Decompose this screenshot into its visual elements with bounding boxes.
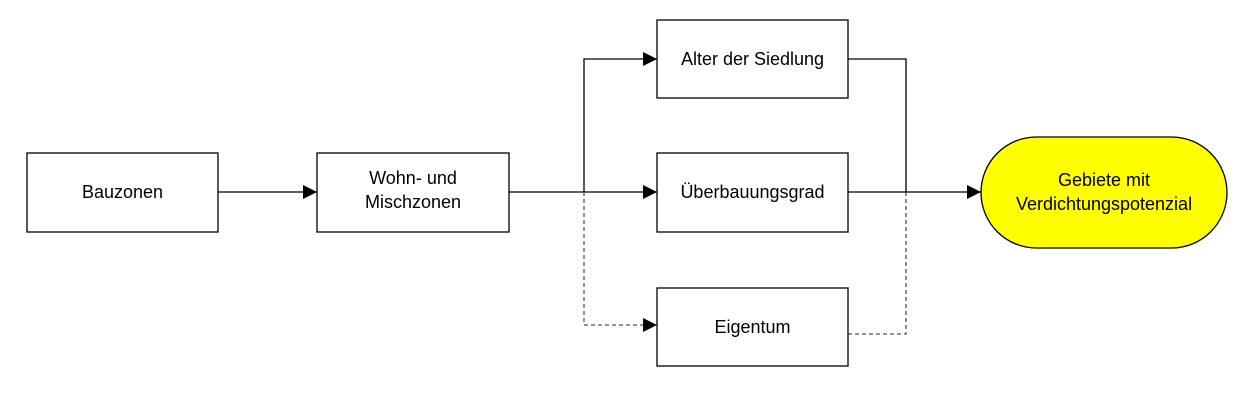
connectors <box>218 52 981 335</box>
node-gebiete-terminal-shape <box>980 136 1228 249</box>
edge-alter-der-siedlung-to-merge <box>848 58 907 192</box>
node-eigentum-box <box>656 287 849 367</box>
node-alter-der-siedlung-label: Alter der Siedlung <box>681 49 824 69</box>
node-gebiete-label-line2: Verdichtungspotenzial <box>1016 194 1192 214</box>
node-gebiete-mit-verdichtungspotenzial: Gebiete mit Verdichtungspotenzial <box>980 136 1228 249</box>
node-bauzonen-label: Bauzonen <box>82 182 163 202</box>
node-wohn-mischzonen: Wohn- und Mischzonen <box>316 152 510 233</box>
node-wohn-mischzonen-label-line1: Wohn- und <box>369 168 457 188</box>
edge-eigentum-to-merge <box>848 192 907 335</box>
edge-wohn-mischzonen-to-alter-der-siedlung <box>583 52 657 192</box>
node-bauzonen: Bauzonen <box>26 152 219 233</box>
node-alter-der-siedlung: Alter der Siedlung <box>656 19 849 99</box>
node-alter-der-siedlung-box <box>656 19 849 99</box>
edge-wohn-mischzonen-to-eigentum <box>583 192 657 332</box>
node-gebiete-label-line1: Gebiete mit <box>1058 170 1150 190</box>
node-eigentum-label: Eigentum <box>714 317 790 337</box>
node-wohn-mischzonen-label-line2: Mischzonen <box>365 192 461 212</box>
node-eigentum: Eigentum <box>656 287 849 367</box>
node-wohn-mischzonen-box <box>316 152 510 233</box>
node-ueberbauungsgrad-label: Überbauungsgrad <box>680 182 824 202</box>
node-ueberbauungsgrad: Überbauungsgrad <box>656 152 849 233</box>
node-ueberbauungsgrad-box <box>656 152 849 233</box>
node-bauzonen-box <box>26 152 219 233</box>
